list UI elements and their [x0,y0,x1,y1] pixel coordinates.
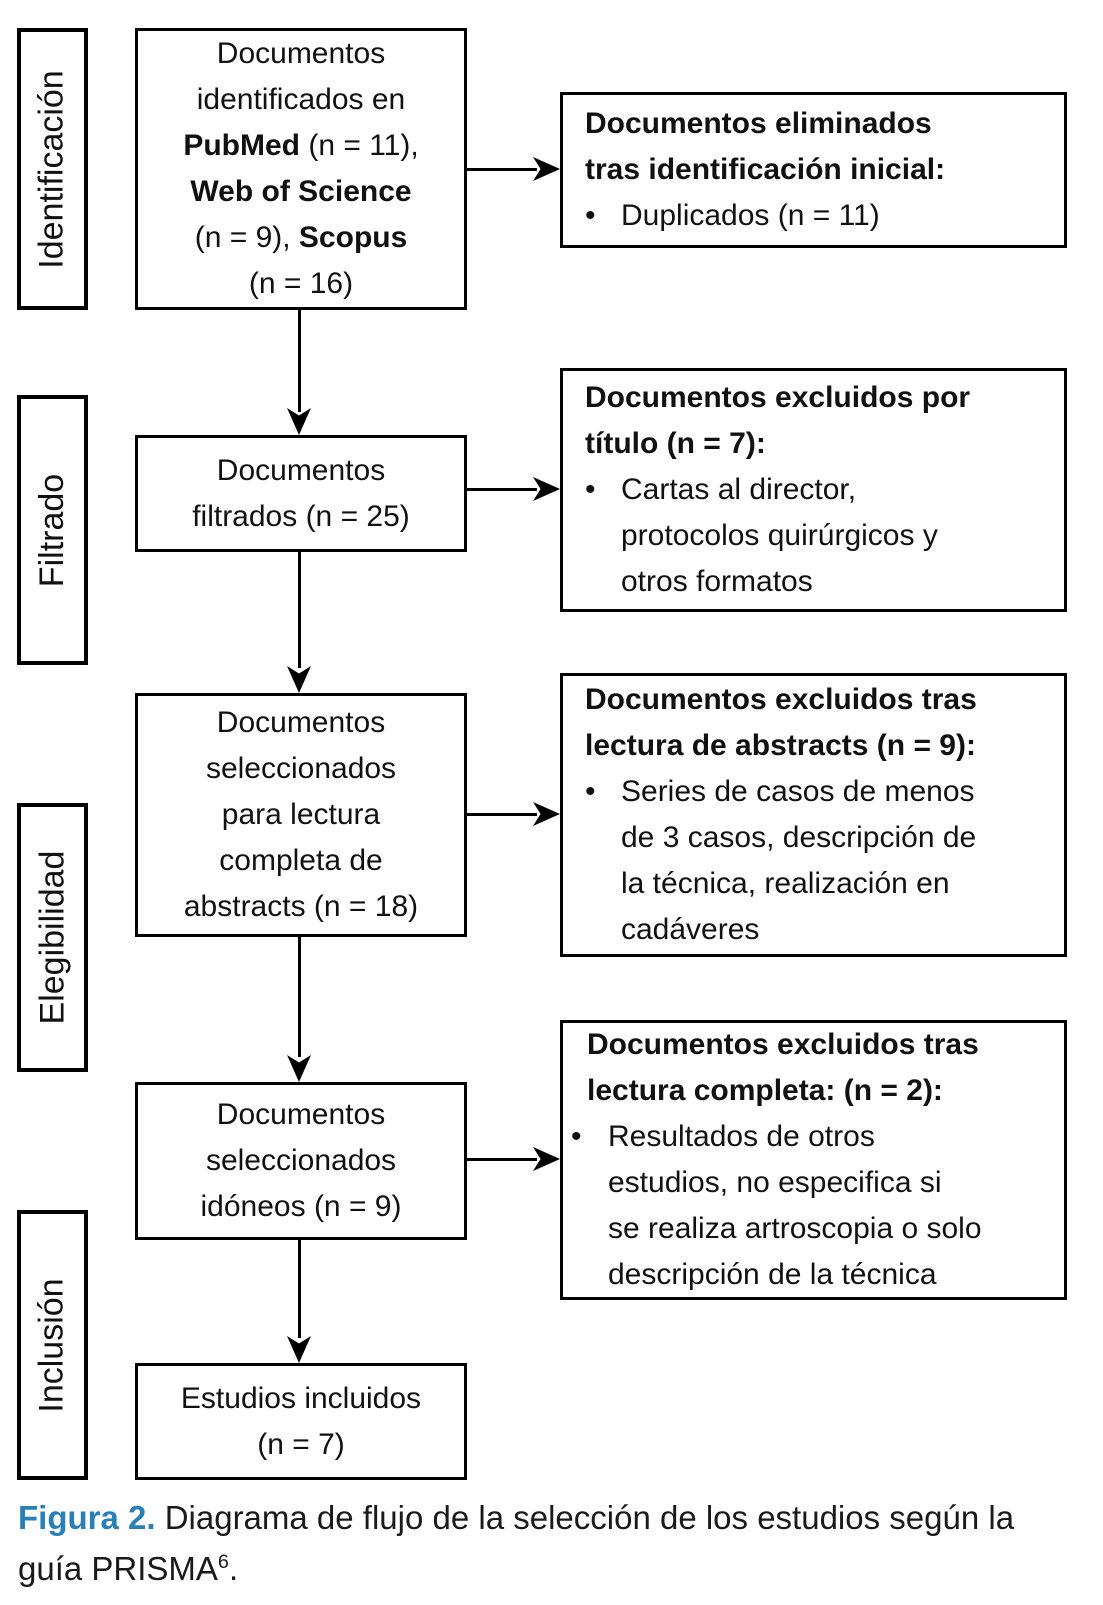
stage-label-inclusion-text: Inclusión [33,1277,72,1413]
arrow-down-2-head-icon [287,666,311,693]
arrow-right-1-line [467,168,537,171]
figure-caption-suffix: . [228,1550,239,1587]
bullet-icon: • [585,775,596,808]
arrow-down-1-line [298,310,301,412]
arrow-right-3-head-icon [533,802,560,826]
figure-caption-text-line1: Diagrama de flujo de la selección de los… [164,1499,1015,1536]
arrow-down-1-head-icon [287,408,311,435]
arrow-down-2-line [298,552,301,668]
stage-label-identificacion-text: Identificación [33,69,71,269]
arrow-right-4-line [467,1158,537,1161]
arrow-right-2-line [467,488,537,491]
figure-caption-text-line2: guía PRISMA [18,1550,218,1587]
figure-caption: Figura 2. Diagrama de flujo de la selecc… [18,1492,1090,1594]
exclusion-bullet-item: • Cartas al director,protocolos quirúrgi… [585,467,1050,605]
stage-label-elegibilidad: Elegibilidad [17,803,88,1072]
bullet-icon: • [571,1120,582,1153]
arrow-right-4-head-icon [533,1147,560,1171]
arrow-right-1-head-icon [533,157,560,181]
figure-caption-label: Figura 2. [18,1499,156,1536]
stage-label-inclusion: Inclusión [17,1210,88,1480]
arrow-right-3-line [467,813,537,816]
arrow-right-2-head-icon [533,477,560,501]
exclusion-bullet-item: • Duplicados (n = 11) [585,193,1050,239]
stage-label-identificacion: Identificación [17,28,88,310]
arrow-down-3-head-icon [287,1055,311,1082]
flow-box-estudios-incluidos: Estudios incluidos(n = 7) [135,1363,467,1480]
exclusion-bullet-text: Cartas al director,protocolos quirúrgico… [621,473,938,598]
stage-label-elegibilidad-text: Elegibilidad [33,850,71,1025]
arrow-down-4-head-icon [287,1336,311,1363]
arrow-down-3-line [298,937,301,1057]
exclusion-bullet-text: Duplicados (n = 11) [621,199,880,232]
figure-caption-reference-superscript: 6 [217,1551,229,1573]
bullet-icon: • [585,199,596,232]
stage-label-filtrado: Filtrado [17,395,88,665]
bullet-icon: • [585,473,596,506]
arrow-down-4-line [298,1240,301,1338]
stage-label-filtrado-text: Filtrado [33,473,71,587]
